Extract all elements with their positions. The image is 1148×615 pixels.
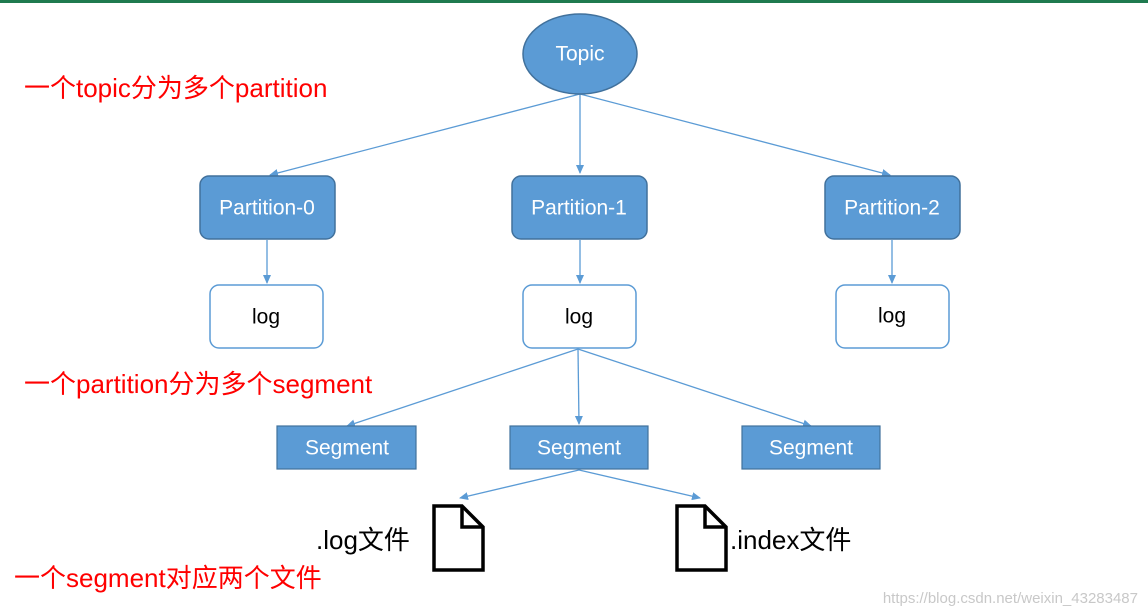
log-node: log	[835, 284, 950, 349]
segment-node: Segment	[741, 425, 881, 470]
partition-node: Partition-0	[199, 175, 336, 240]
log-file-icon	[432, 504, 485, 572]
top-rule	[0, 0, 1148, 3]
log-node: log	[522, 284, 637, 349]
edge-segment-indexfile	[578, 469, 701, 501]
annotation-partition-segment: 一个partition分为多个segment	[24, 369, 373, 399]
connectors	[263, 93, 896, 501]
index-file-icon	[675, 504, 728, 572]
log-label: log	[252, 306, 280, 329]
segment-node: Segment	[509, 425, 649, 470]
edge-topic-partition-2	[579, 93, 891, 177]
annotation-segment-files: 一个segment对应两个文件	[14, 563, 322, 593]
log-label: log	[878, 305, 906, 328]
topic-node: Topic	[522, 13, 638, 95]
partition-node: Partition-2	[824, 175, 961, 240]
edge-log-segment-0	[346, 348, 579, 428]
segment-label: Segment	[305, 437, 389, 460]
partition-node: Partition-1	[511, 175, 648, 240]
partition-label: Partition-1	[531, 197, 627, 220]
edge-log-segment-2	[577, 348, 812, 428]
edge-topic-partition-0	[269, 93, 581, 177]
partition-label: Partition-0	[219, 197, 315, 220]
index-file-label: .index文件	[730, 525, 852, 555]
annotation-topic-partition: 一个topic分为多个partition	[24, 73, 328, 103]
watermark: https://blog.csdn.net/weixin_43283487	[882, 590, 1138, 607]
log-node: log	[209, 284, 324, 349]
edge-log-segment-1	[574, 348, 583, 425]
log-label: log	[565, 306, 593, 329]
partition-label: Partition-2	[844, 197, 940, 220]
topic-label: Topic	[555, 43, 604, 66]
log-file-label: .log文件	[316, 525, 410, 555]
edge-segment-logfile	[459, 469, 580, 501]
segment-label: Segment	[769, 437, 853, 460]
segment-label: Segment	[537, 437, 621, 460]
segment-node: Segment	[276, 425, 417, 470]
